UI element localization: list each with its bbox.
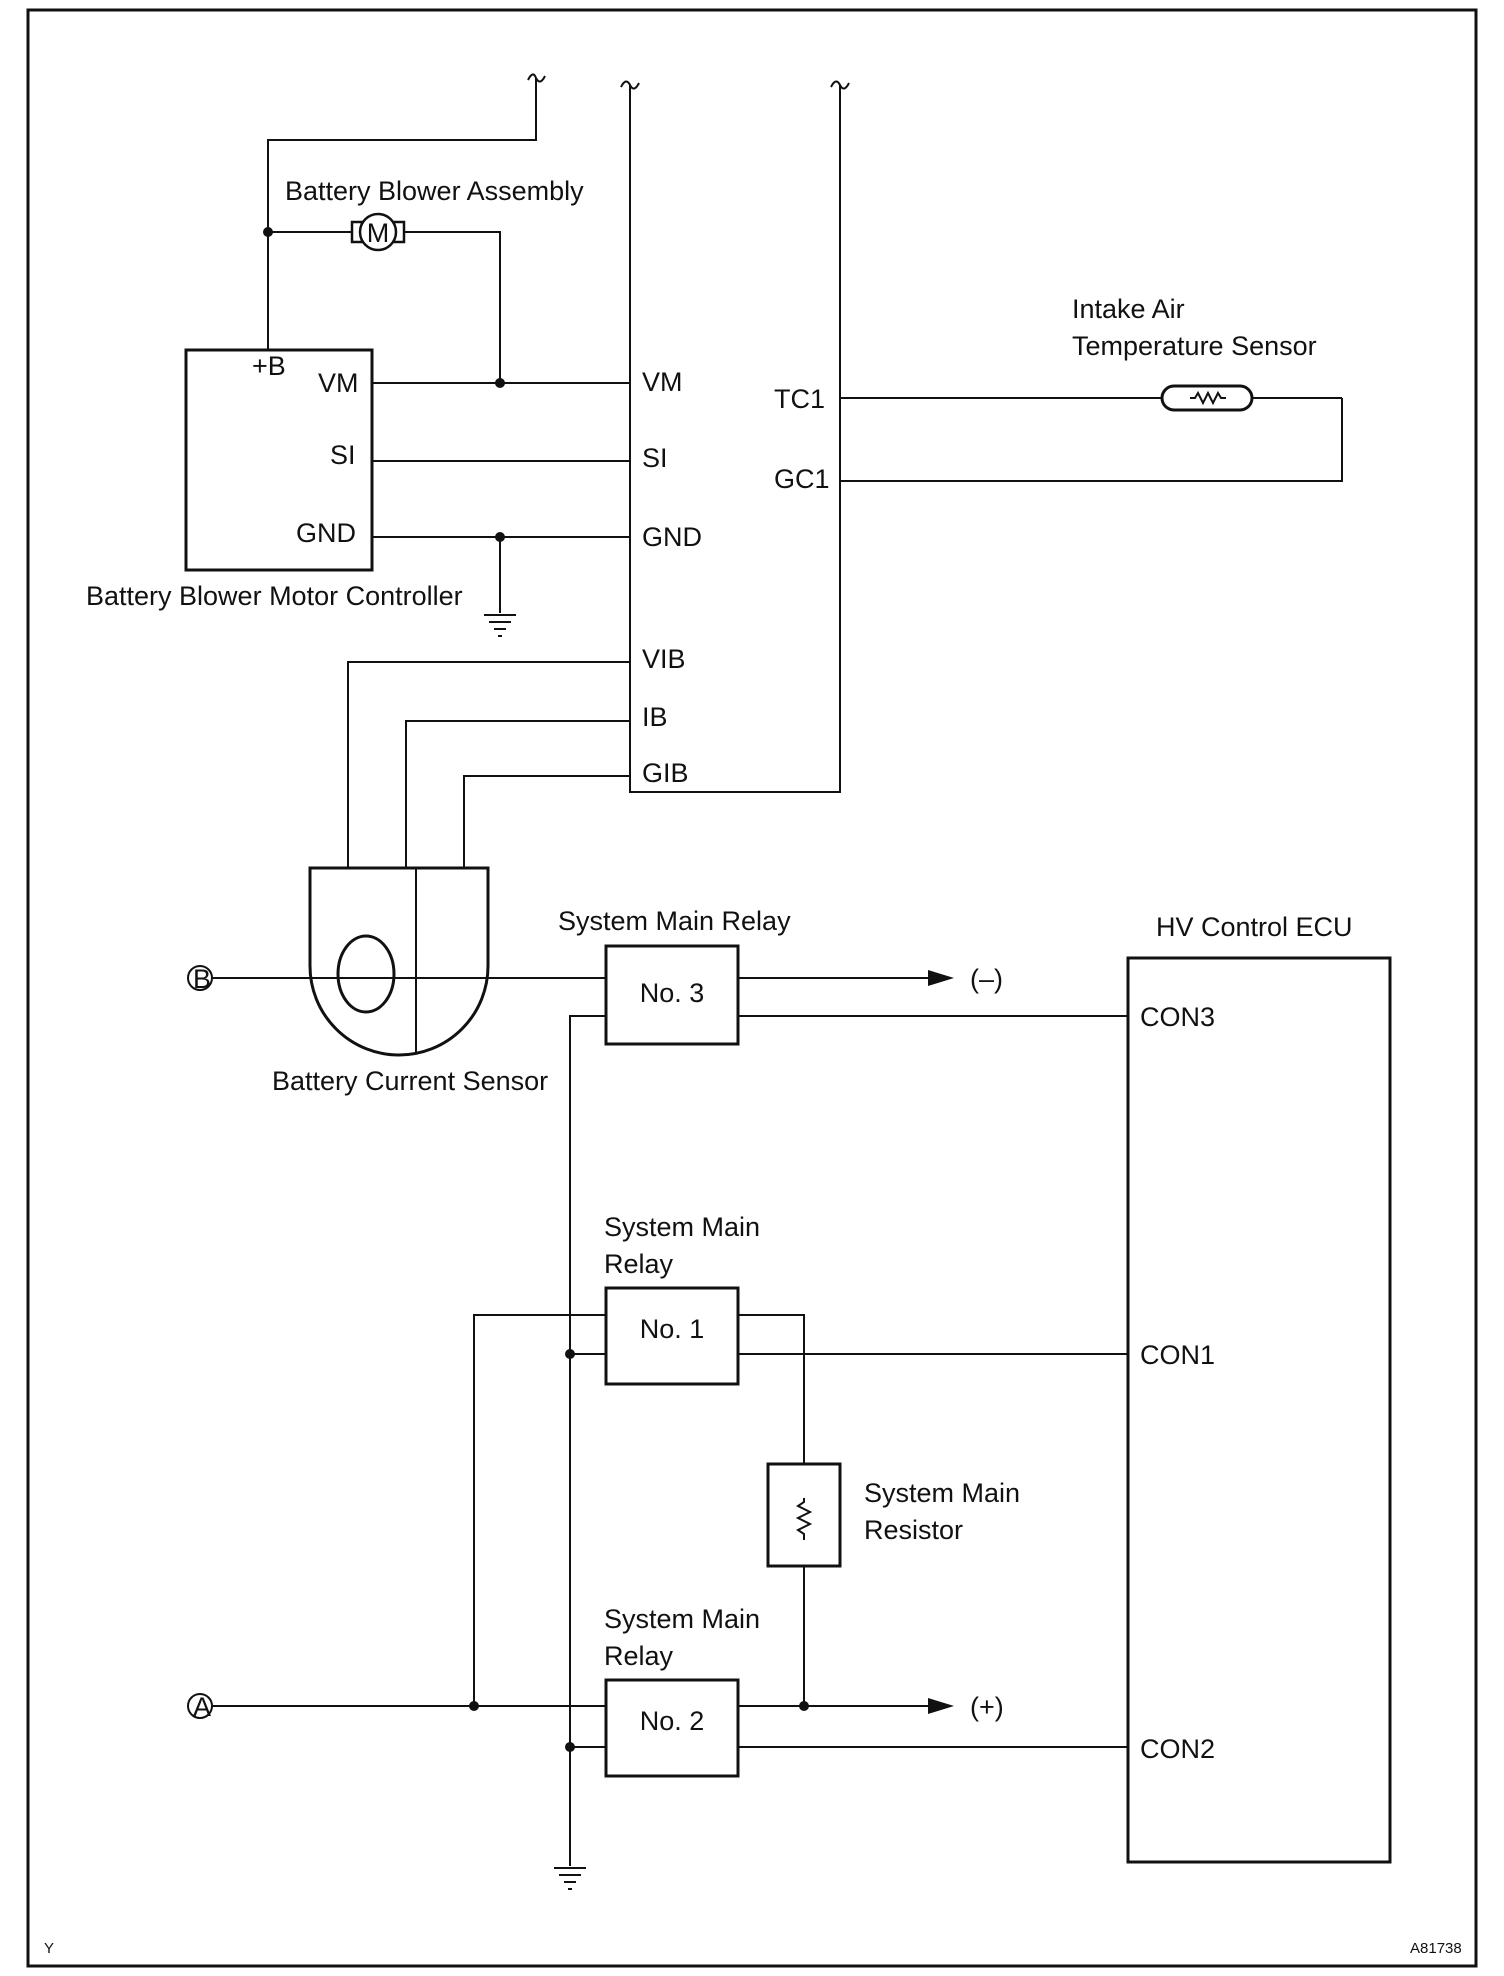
pin-ecu-gnd: GND — [642, 522, 702, 552]
wire-smr3-coil — [569, 1015, 606, 1866]
junction-smr2-coil — [565, 1742, 575, 1752]
pin-controller-vm: VM — [318, 368, 359, 398]
wire-ib — [405, 720, 630, 868]
intake-sensor-label-1: Intake Air — [1072, 294, 1185, 324]
pin-controller-gnd: GND — [296, 518, 356, 548]
smr3-box — [604, 944, 740, 1046]
pin-ecu-vm: VM — [642, 367, 683, 397]
motor-symbol: M — [367, 218, 390, 248]
hv-ecu-box — [1126, 956, 1392, 1864]
hv-ecu-label: HV Control ECU — [1156, 912, 1353, 942]
wire-smr1-in — [473, 1314, 606, 1706]
pin-ecu-si: SI — [642, 443, 668, 473]
blower-controller-label: Battery Blower Motor Controller — [86, 581, 463, 611]
terminal-minus-label: (–) — [970, 964, 1003, 994]
resistor-label-1: System Main — [864, 1478, 1020, 1508]
smr2-label-2: Relay — [604, 1641, 674, 1671]
pin-con2: CON2 — [1140, 1734, 1215, 1764]
pin-plus-b: +B — [252, 351, 286, 381]
resistor-label-2: Resistor — [864, 1515, 963, 1545]
pin-ecu-gib: GIB — [642, 758, 689, 788]
intake-sensor-label-2: Temperature Sensor — [1072, 331, 1317, 361]
terminal-b-label: B — [193, 964, 211, 994]
junction-plus-b — [263, 227, 273, 237]
smr1-box — [604, 1286, 740, 1386]
blower-assembly-label: Battery Blower Assembly — [285, 176, 584, 206]
smr2-number: No. 2 — [640, 1706, 705, 1736]
pin-ecu-ib: IB — [642, 702, 668, 732]
junction-vm — [495, 378, 505, 388]
ground-icon-upper — [484, 614, 516, 637]
wire-vib — [347, 661, 630, 868]
diagram-frame — [26, 8, 1478, 1968]
smr3-label: System Main Relay — [558, 906, 791, 936]
smr3-number: No. 3 — [640, 978, 705, 1008]
current-sensor-core — [336, 934, 396, 1014]
terminal-plus-label: (+) — [970, 1692, 1004, 1722]
wire-motor-return — [402, 231, 501, 383]
wire-gc1 — [840, 398, 1343, 482]
smr2-label-1: System Main — [604, 1604, 760, 1634]
pin-ecu-gc1: GC1 — [774, 464, 830, 494]
ecu-connector-outline — [629, 85, 841, 793]
wire-break-ecu-right — [830, 80, 850, 90]
motor-icon — [358, 212, 398, 252]
resistor-icon — [795, 1498, 813, 1540]
wire-smr1-out — [738, 1314, 805, 1464]
current-sensor-icon — [308, 866, 490, 1057]
wire-plus-b — [267, 78, 537, 350]
smr1-label-2: Relay — [604, 1249, 674, 1279]
blower-controller-box — [184, 348, 374, 572]
smr1-number: No. 1 — [640, 1314, 705, 1344]
pin-con3: CON3 — [1140, 1002, 1215, 1032]
current-sensor-label: Battery Current Sensor — [272, 1066, 548, 1096]
smr2-box — [604, 1678, 740, 1778]
ground-icon-lower — [554, 1867, 586, 1890]
smr1-label-1: System Main — [604, 1212, 760, 1242]
pin-con1: CON1 — [1140, 1340, 1215, 1370]
junction-smr1-coil — [565, 1349, 575, 1359]
junction-positive-in — [469, 1701, 479, 1711]
pin-controller-si: SI — [330, 440, 356, 470]
arrow-positive-icon — [928, 1698, 954, 1714]
arrow-negative-icon — [928, 970, 954, 986]
pin-ecu-vib: VIB — [642, 644, 686, 674]
pin-ecu-tc1: TC1 — [774, 384, 825, 414]
terminal-a-label: A — [193, 1692, 211, 1722]
corner-mark-right: A81738 — [1410, 1940, 1462, 1957]
corner-mark-left: Y — [44, 1940, 54, 1957]
wire-break-plus-b — [527, 73, 546, 83]
junction-positive-out — [799, 1701, 809, 1711]
wire-break-ecu-left — [620, 80, 640, 90]
thermistor-icon — [1160, 384, 1254, 412]
thermistor-zigzag — [1190, 390, 1226, 406]
wire-gib — [463, 775, 630, 868]
